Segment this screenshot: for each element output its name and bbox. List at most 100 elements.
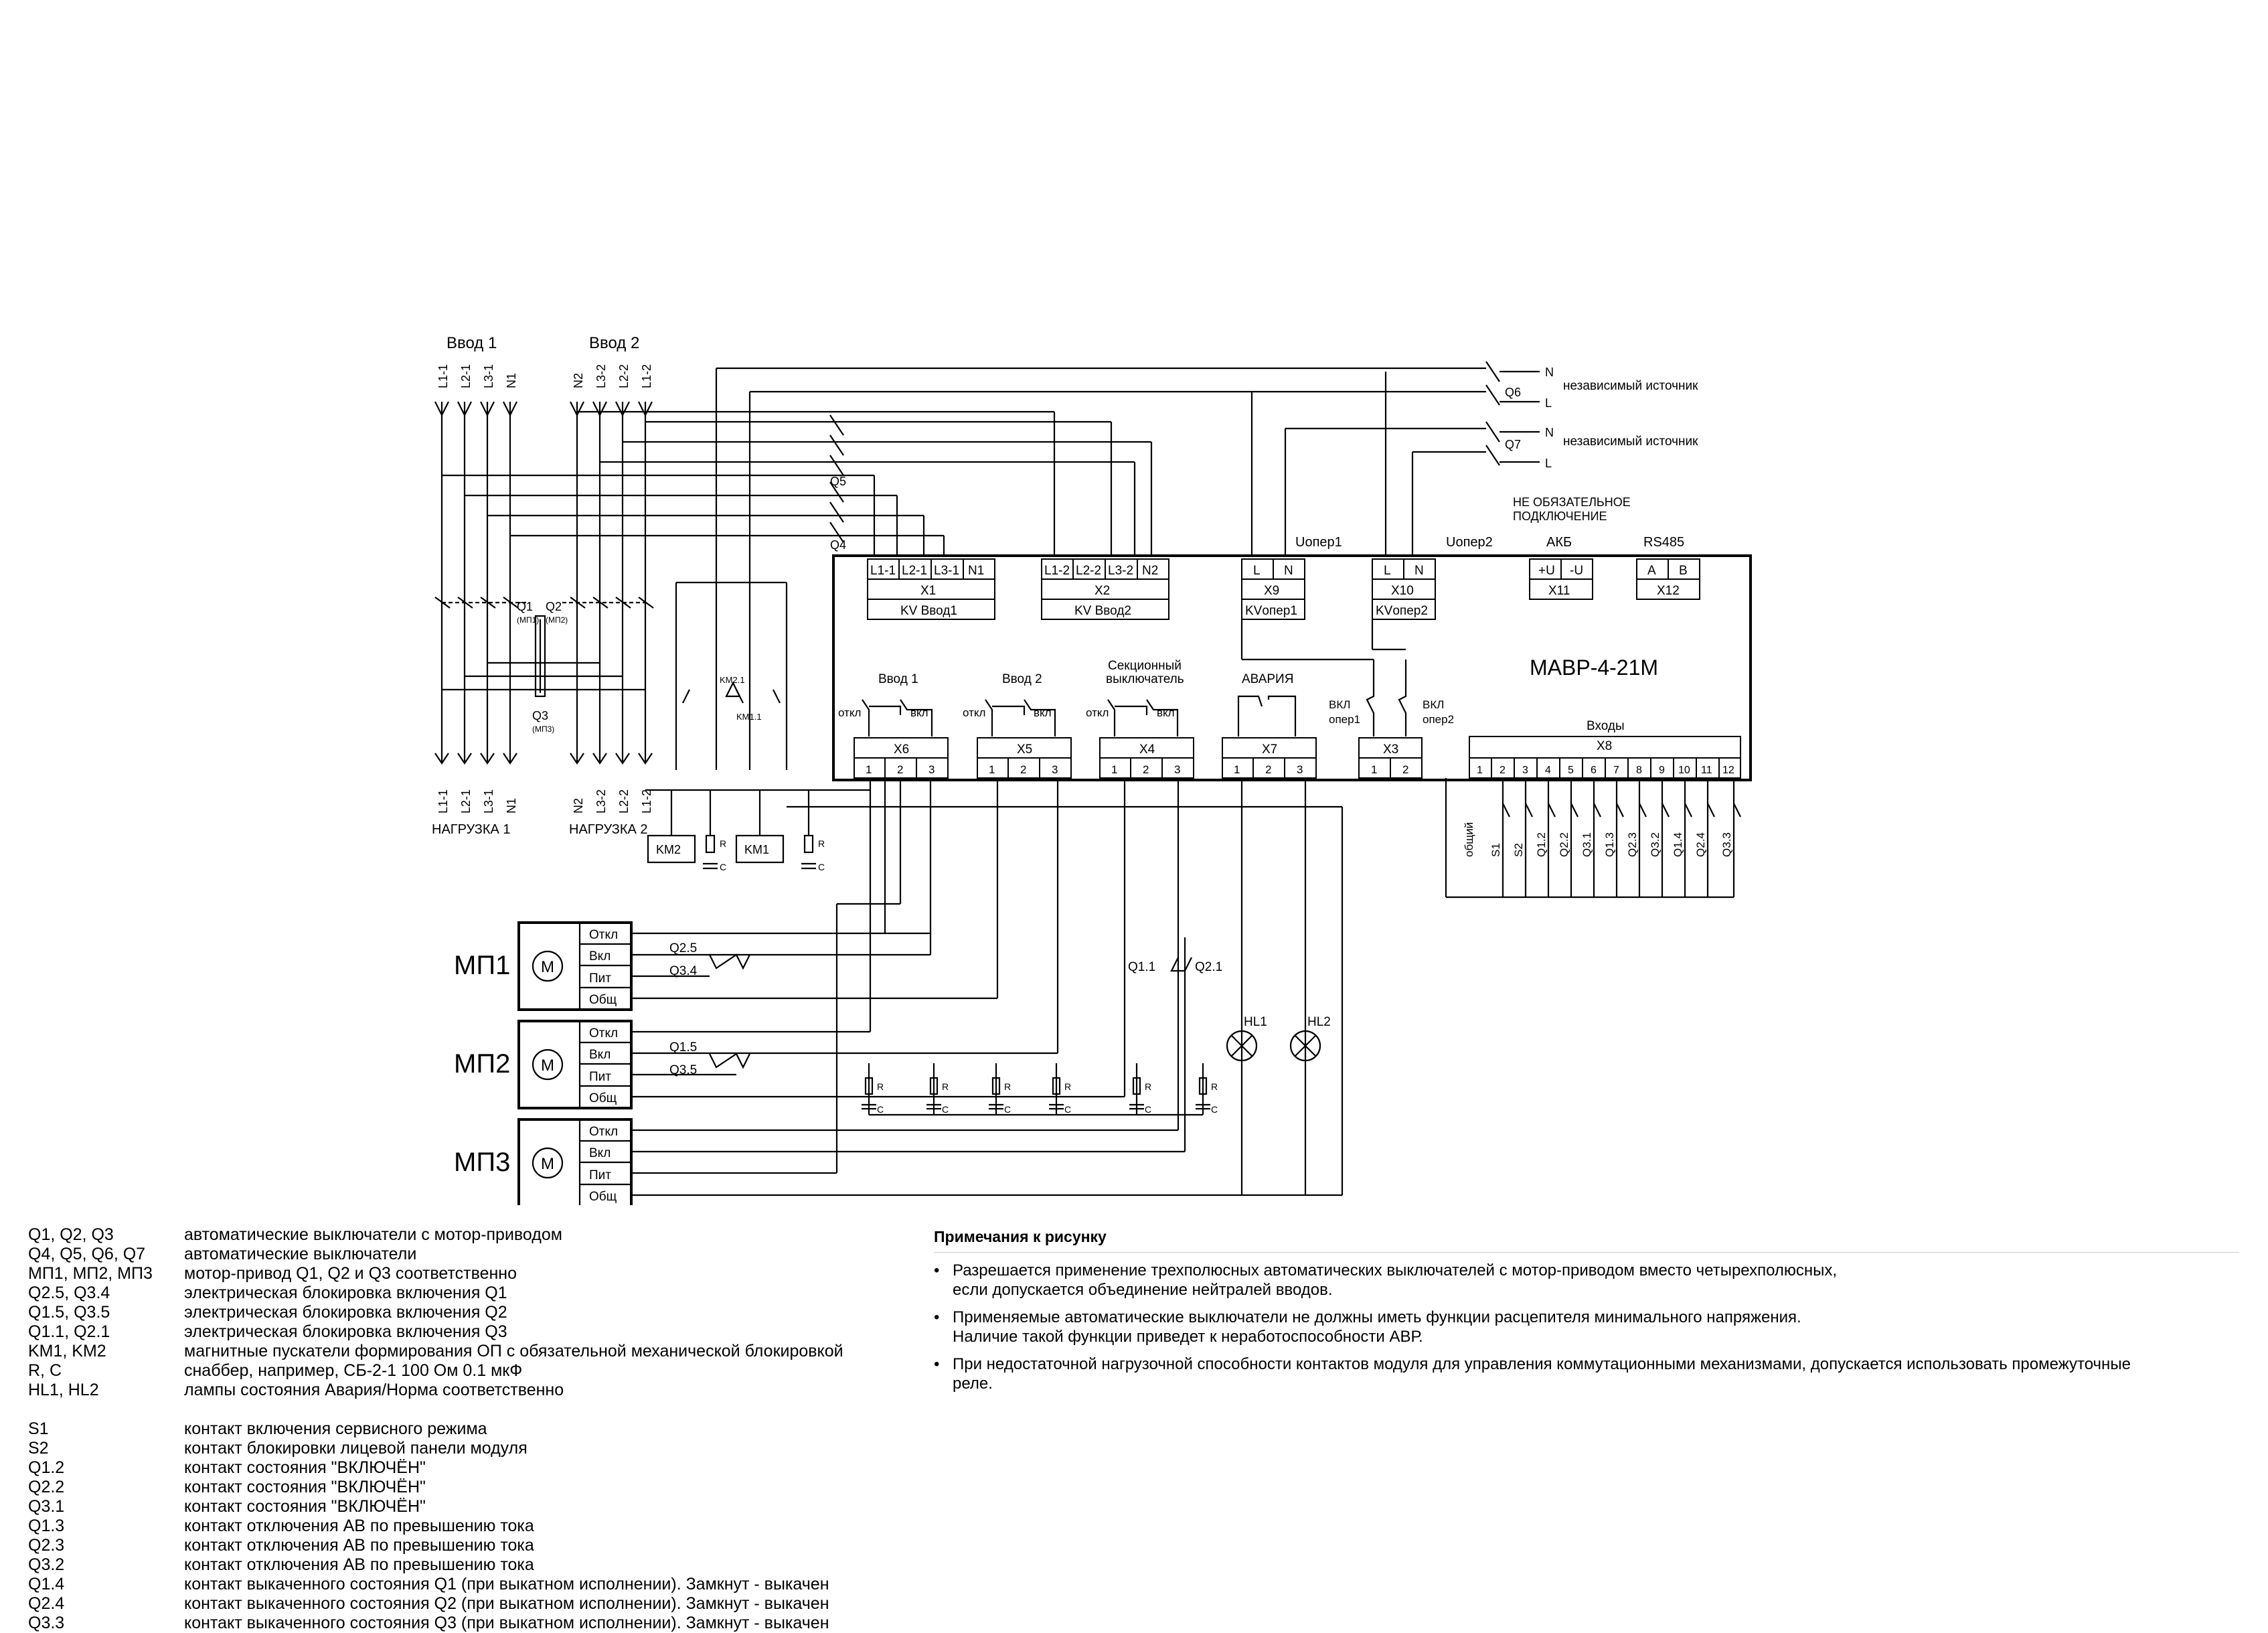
relay-vkl-oper2-label: опер2 [1423, 713, 1454, 726]
contactors [645, 368, 870, 870]
motor-m-label: M [541, 1155, 554, 1173]
r-label: R [720, 838, 726, 849]
snubber-c-label: C [1064, 1104, 1071, 1115]
mp3-terminal: Вкл [589, 1146, 611, 1160]
legend-desc: автоматические выключатели [184, 1245, 417, 1263]
legend-code: Q1.3 [28, 1517, 65, 1535]
legend-code: Q1.2 [28, 1458, 65, 1477]
feed-lines [442, 410, 1153, 556]
mp2-label: МП2 [454, 1049, 510, 1079]
x12-pin: B [1679, 564, 1688, 578]
legend-code: Q3.2 [28, 1555, 65, 1574]
legend-desc: снаббер, например, СБ-2-1 100 Ом 0.1 мкФ [184, 1361, 523, 1380]
x8-signal: Q3.3 [1720, 832, 1733, 857]
x5-id: X5 [1017, 743, 1032, 757]
x12-pin: A [1647, 564, 1656, 578]
x10-id: X10 [1391, 584, 1414, 598]
q7-label: Q7 [1505, 438, 1521, 451]
x8-signal: Q2.2 [1558, 832, 1570, 857]
x5-pin: 2 [1020, 763, 1026, 776]
legend-code: Q1.1, Q2.1 [28, 1322, 110, 1341]
relay-input1-label: Ввод 1 [878, 672, 918, 686]
x1-pin: L3-1 [934, 564, 959, 578]
legend-desc: контакт выкаченного состояния Q3 (при вы… [184, 1614, 829, 1632]
legend-desc: мотор-привод Q1, Q2 и Q3 соответственно [184, 1264, 517, 1283]
mp3-terminal: Пит [589, 1168, 611, 1182]
x1-pin: L2-1 [902, 564, 927, 578]
x6-pin: 3 [928, 763, 935, 776]
independent-source-label: независимый источник [1563, 379, 1698, 393]
c-label: C [720, 862, 726, 872]
q5-label: Q5 [830, 475, 846, 488]
q2-sub-label: (МП2) [546, 615, 568, 625]
x8-pin: 10 [1678, 765, 1690, 776]
relay-vkl-oper2-label: ВКЛ [1423, 698, 1444, 711]
legend-code: Q3.3 [28, 1614, 65, 1632]
q25-label: Q2.5 [669, 941, 697, 955]
legend-desc: лампы состояния Авария/Норма соответстве… [184, 1381, 564, 1399]
mp2-terminal: Пит [589, 1070, 611, 1084]
x4-pin: 1 [1111, 763, 1117, 776]
legend-code: Q1, Q2, Q3 [28, 1225, 114, 1244]
km2-label: KM2 [656, 843, 681, 856]
legend-desc: автоматические выключатели с мотор-приво… [184, 1225, 562, 1244]
x8-input-contacts [1445, 778, 1741, 899]
x8-pin: 11 [1701, 765, 1712, 776]
input2-phase-label: L3-2 [594, 364, 608, 388]
legend-desc: контакт состояния "ВКЛЮЧЁН" [184, 1458, 426, 1477]
relay-contacts [862, 619, 1407, 736]
independent-sources [716, 361, 1540, 556]
x1-pin: L1-1 [870, 564, 896, 578]
q1-label: Q1 [517, 600, 533, 613]
snubber-c-label: C [1211, 1104, 1218, 1115]
x7-pin: 3 [1297, 763, 1303, 776]
relay-off-label: откл [1086, 706, 1109, 719]
mp2-terminal: Общ [589, 1091, 617, 1105]
legend-desc: контакт состояния "ВКЛЮЧЁН" [184, 1497, 426, 1516]
input1-phase-label: L1-1 [436, 364, 450, 388]
x4-pin: 2 [1143, 763, 1149, 776]
x2-label: KV Ввод2 [1074, 604, 1131, 618]
hl2-label: HL2 [1307, 1015, 1331, 1029]
legend-code: KM1, KM2 [28, 1342, 106, 1360]
mp3-terminal: Откл [589, 1125, 618, 1139]
x2-pin: L3-2 [1108, 564, 1133, 578]
x8-pin: 12 [1722, 765, 1734, 776]
optional-connection-label: ПОДКЛЮЧЕНИЕ [1513, 510, 1607, 523]
x2-pin: N2 [1142, 564, 1158, 578]
x8-pin: 9 [1659, 765, 1665, 776]
input2-phase-label: L2-2 [617, 364, 631, 388]
legend-desc: электрическая блокировка включения Q3 [184, 1322, 507, 1341]
x8-signal: Q3.2 [1649, 832, 1662, 857]
module-terminals [854, 558, 1741, 779]
input1-lines [434, 401, 517, 765]
x7-pin: 1 [1234, 763, 1240, 776]
input2-lines [570, 401, 653, 765]
motor-m-label: M [541, 958, 554, 976]
x11-pin: +U [1538, 564, 1555, 578]
hl1-label: HL1 [1244, 1015, 1267, 1029]
x1-label: KV Ввод1 [900, 604, 957, 618]
x8-pin: 2 [1500, 765, 1506, 776]
x7-pin: 2 [1265, 763, 1271, 776]
x8-pin: 4 [1545, 765, 1551, 776]
x8-pin: 6 [1591, 765, 1597, 776]
x11-pin: -U [1570, 564, 1583, 578]
input2-title: Ввод 2 [589, 334, 639, 352]
snubber-r-label: R [942, 1081, 949, 1092]
mp1-terminal: Откл [589, 928, 618, 942]
module-box [832, 554, 1752, 781]
x6-pin: 1 [866, 763, 872, 776]
x1-id: X1 [920, 584, 936, 598]
relay-on-label: вкл [1157, 706, 1175, 719]
x9-id: X9 [1264, 584, 1279, 598]
input2-phase-label: N2 [572, 373, 585, 388]
q1-q2-breakers [434, 597, 654, 698]
legend-code: Q1.5, Q3.5 [28, 1303, 110, 1322]
x3-id: X3 [1383, 743, 1398, 757]
mp1-terminal: Вкл [589, 949, 611, 963]
